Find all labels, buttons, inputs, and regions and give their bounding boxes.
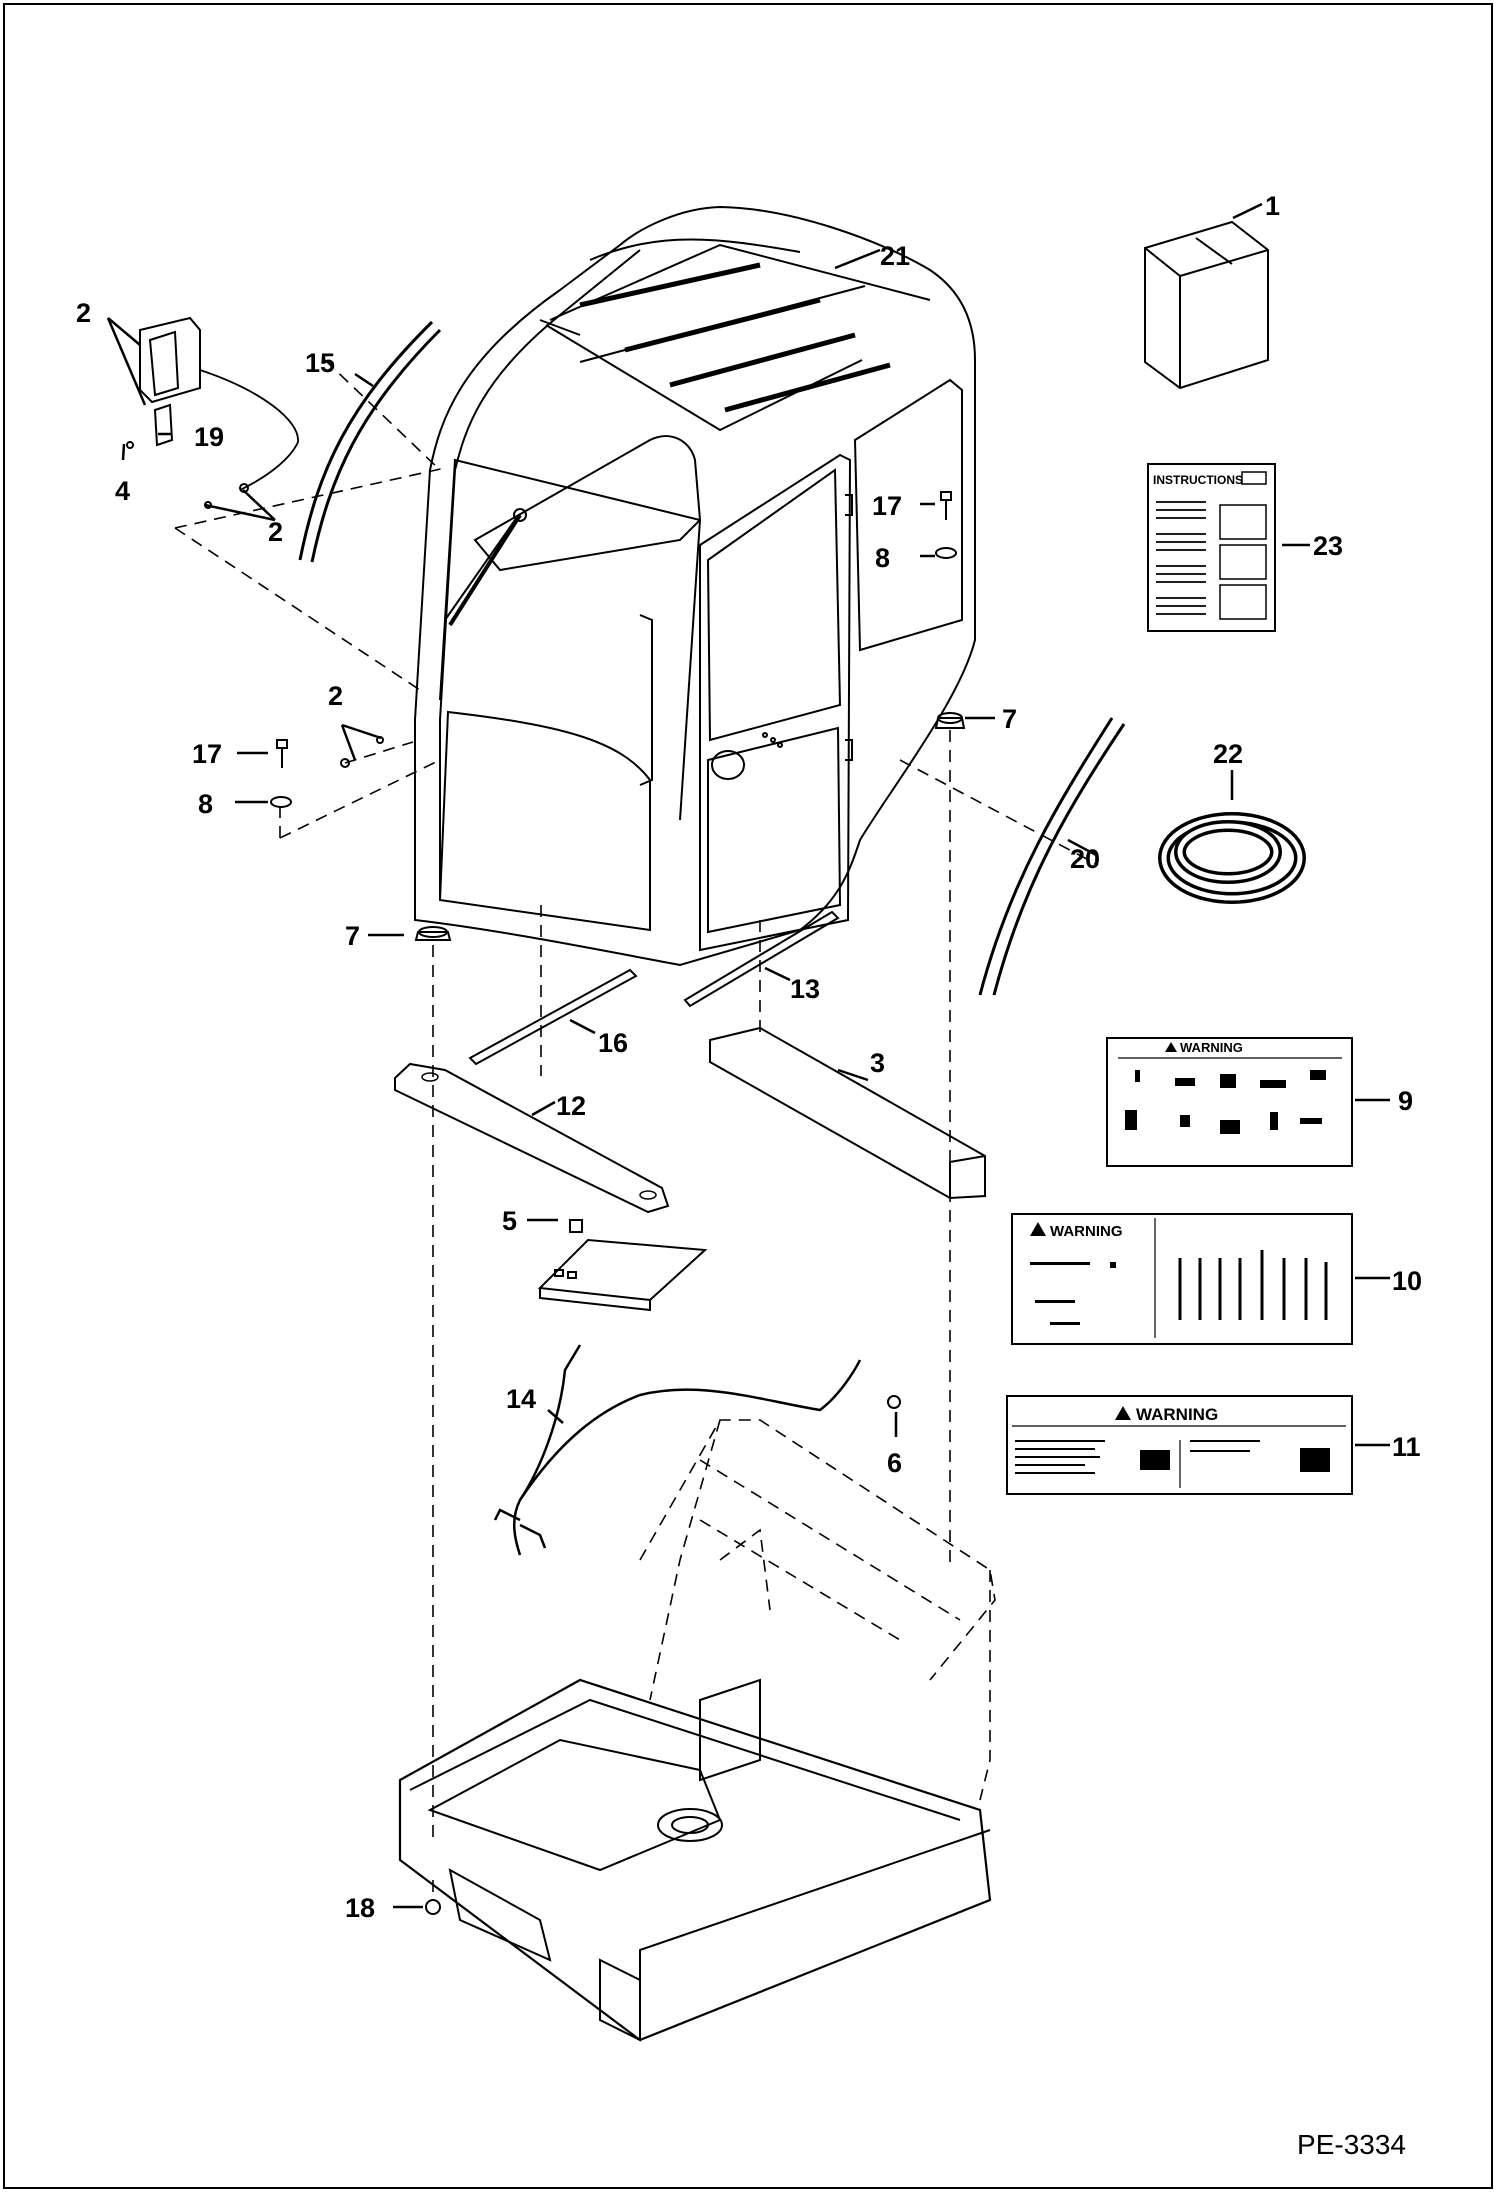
part-switch-panel-5 [537, 1219, 708, 1312]
part-hardware-right [934, 491, 966, 729]
svg-text:WARNING: WARNING [1180, 1040, 1243, 1055]
part-upperstructure-frame [639, 1419, 996, 1801]
part-strip-16 [468, 968, 638, 1066]
callout-2: 2 [76, 298, 91, 328]
callout-1: 1 [1265, 191, 1280, 221]
callout-23: 23 [1313, 531, 1343, 561]
figure-code: PE-3334 [1297, 2129, 1406, 2160]
part-strip-13 [683, 910, 840, 1008]
callout-17: 17 [192, 739, 222, 769]
leader-lines [106, 202, 1390, 1909]
callout-12: 12 [556, 1091, 586, 1121]
callout-19: 19 [194, 422, 224, 452]
callout-15: 15 [305, 348, 335, 378]
callout-7: 7 [1002, 704, 1017, 734]
callout-14: 14 [506, 1384, 536, 1414]
part-wiring-harness-14 [493, 1344, 862, 1556]
part-warning-decal-11: WARNING [1006, 1395, 1353, 1495]
callout-18: 18 [345, 1893, 375, 1923]
callout-3: 3 [870, 1048, 885, 1078]
callout-8: 8 [198, 789, 213, 819]
part-cab [414, 205, 976, 967]
svg-text:WARNING: WARNING [1050, 1223, 1123, 1240]
part-machine-base [398, 1678, 992, 2042]
part-washer-reservoir [126, 316, 299, 509]
callout-20: 20 [1070, 844, 1100, 874]
part-box [1144, 220, 1269, 390]
callout-9: 9 [1398, 1086, 1413, 1116]
callout-6: 6 [887, 1448, 902, 1478]
callout-2: 2 [268, 517, 283, 547]
callout-11: 11 [1392, 1432, 1421, 1462]
callout-5: 5 [502, 1206, 517, 1236]
callout-21: 21 [880, 241, 910, 271]
part-hardware-left [270, 739, 452, 941]
part-mounting-bar-3 [709, 1026, 986, 1200]
part-warning-decal-9: WARNING [1106, 1037, 1353, 1167]
alignment-lines [174, 359, 1099, 1900]
part-plate-12 [394, 1062, 670, 1214]
part-seal-strip-20 [978, 717, 1126, 996]
callout-7: 7 [345, 921, 360, 951]
callout-10: 10 [1392, 1266, 1422, 1296]
callout-4: 4 [115, 476, 130, 506]
callout-8: 8 [875, 543, 890, 573]
callout-labels: 1 21 2 15 19 4 2 17 8 23 2 17 8 7 22 20 … [76, 191, 1422, 1923]
part-coiled-tube [1158, 812, 1306, 904]
part-warning-decal-10: WARNING [1011, 1213, 1353, 1345]
callout-2: 2 [328, 681, 343, 711]
callout-13: 13 [790, 974, 820, 1004]
callout-16: 16 [598, 1028, 628, 1058]
part-operation-manual [1147, 463, 1276, 632]
callout-17: 17 [872, 491, 902, 521]
svg-text:WARNING: WARNING [1136, 1405, 1218, 1424]
manual-title: INSTRUCTIONS [1153, 473, 1243, 487]
callout-22: 22 [1213, 739, 1243, 769]
part-seal-strip-15 [298, 320, 442, 563]
